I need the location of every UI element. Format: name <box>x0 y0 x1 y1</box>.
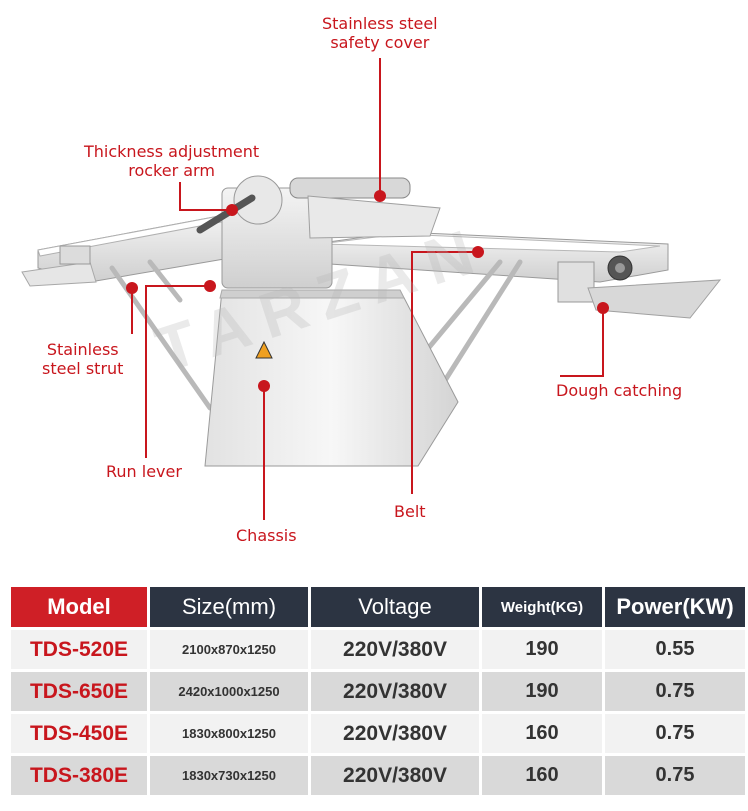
cell-model: TDS-650E <box>11 672 147 711</box>
table-row: TDS-650E 2420x1000x1250 220V/380V 190 0.… <box>11 672 745 711</box>
callout-safety-cover-line1: Stainless steel <box>322 14 438 33</box>
cell-voltage: 220V/380V <box>311 630 479 669</box>
callout-belt: Belt <box>394 502 426 521</box>
cell-power: 0.75 <box>605 756 745 795</box>
cell-weight: 190 <box>482 630 602 669</box>
callout-steel-strut-line1: Stainless <box>46 340 119 359</box>
header-model: Model <box>11 587 147 627</box>
table-row: TDS-450E 1830x800x1250 220V/380V 160 0.7… <box>11 714 745 753</box>
cell-size: 1830x730x1250 <box>150 756 308 795</box>
machine-diagram: TARZAN Stainless steel safety cover Thic… <box>21 14 722 545</box>
callout-safety-cover-line2: safety cover <box>330 33 430 52</box>
header-power: Power(KW) <box>605 587 745 627</box>
dough-catching-tray <box>587 279 722 319</box>
callout-rocker-arm-line1: Thickness adjustment <box>84 142 260 161</box>
cell-size: 2420x1000x1250 <box>150 672 308 711</box>
roller-head <box>196 175 441 289</box>
header-voltage: Voltage <box>311 587 479 627</box>
callout-leaders <box>131 58 604 520</box>
callout-safety-cover: Stainless steel safety cover <box>322 14 438 52</box>
cell-voltage: 220V/380V <box>311 756 479 795</box>
cell-weight: 160 <box>482 714 602 753</box>
header-size: Size(mm) <box>150 587 308 627</box>
callout-run-lever: Run lever <box>106 462 182 481</box>
cell-model: TDS-380E <box>11 756 147 795</box>
machine-illustration <box>21 58 722 520</box>
warning-sign-icon <box>255 340 273 359</box>
cell-size: 2100x870x1250 <box>150 630 308 669</box>
callout-steel-strut: Stainless steel strut <box>42 340 123 378</box>
callout-rocker-arm-line2: rocker arm <box>128 161 215 180</box>
right-conveyor <box>299 231 669 303</box>
callout-dough-catching: Dough catching <box>556 381 683 400</box>
cell-model: TDS-450E <box>11 714 147 753</box>
spec-table: Model Size(mm) Voltage Weight(KG) Power(… <box>8 584 748 798</box>
cell-power: 0.55 <box>605 630 745 669</box>
header-weight: Weight(KG) <box>482 587 602 627</box>
callout-chassis: Chassis <box>236 526 297 545</box>
table-row: TDS-380E 1830x730x1250 220V/380V 160 0.7… <box>11 756 745 795</box>
cell-power: 0.75 <box>605 672 745 711</box>
cell-weight: 160 <box>482 756 602 795</box>
callout-dots <box>126 190 609 392</box>
cell-voltage: 220V/380V <box>311 714 479 753</box>
cell-weight: 190 <box>482 672 602 711</box>
cell-voltage: 220V/380V <box>311 672 479 711</box>
cell-power: 0.75 <box>605 714 745 753</box>
callout-rocker-arm: Thickness adjustment rocker arm <box>84 142 259 180</box>
cell-model: TDS-520E <box>11 630 147 669</box>
table-row: TDS-520E 2100x870x1250 220V/380V 190 0.5… <box>11 630 745 669</box>
spec-table-header: Model Size(mm) Voltage Weight(KG) Power(… <box>11 587 745 627</box>
callout-steel-strut-line2: steel strut <box>42 359 124 378</box>
cell-size: 1830x800x1250 <box>150 714 308 753</box>
